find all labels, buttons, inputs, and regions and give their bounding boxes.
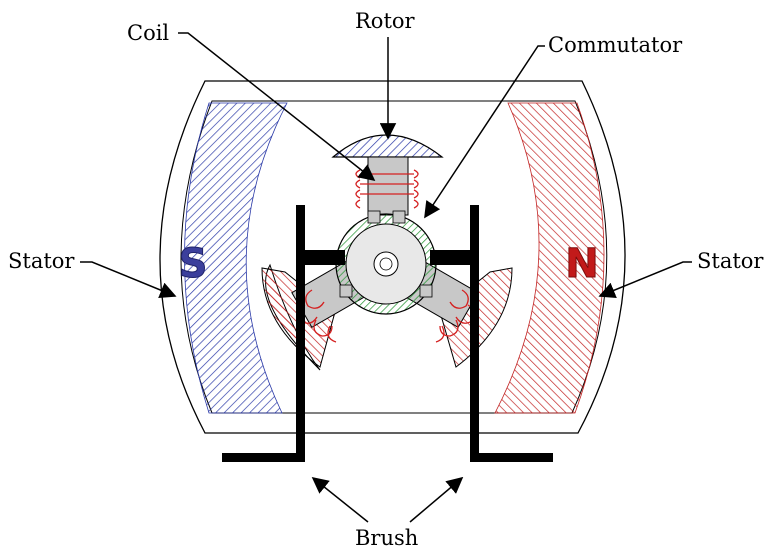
brush-right [470,205,553,462]
label-coil: Coil [127,21,169,45]
stator-right-leader [598,261,692,299]
brush-leader-left [311,476,369,523]
armature-arm-top [367,156,409,216]
leader-lines [80,32,692,523]
label-commutator: Commutator [548,33,683,57]
brush-contact-right [430,250,470,265]
pole-south-label: S [179,241,208,287]
brush-leader-right [409,476,464,523]
label-brush: Brush [355,526,418,550]
stator-magnet-south [184,102,288,414]
rotor-shaft-hole [379,257,393,271]
commutator-tab [367,210,381,224]
coil-leader [178,32,376,182]
label-rotor: Rotor [355,9,416,33]
commutator-leader [424,45,545,219]
commutator-tab [392,210,406,224]
pole-north-label: N [565,241,598,287]
brush-left [222,205,305,462]
commutator-tab [419,284,433,298]
brush-contact-left [305,250,345,265]
stator-left-leader [80,261,177,299]
label-stator-left: Stator [8,249,75,273]
label-stator-right: Stator [697,249,764,273]
stator-magnet-north [494,102,605,414]
commutator-tab [339,284,353,298]
